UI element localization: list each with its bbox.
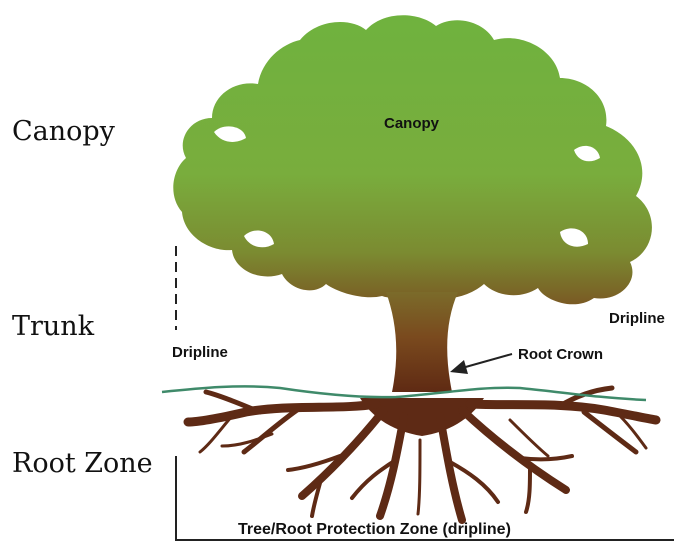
side-label-canopy: Canopy	[12, 116, 116, 147]
root-crown-pointer	[450, 354, 512, 374]
dripline-right-label: Dripline	[609, 310, 665, 327]
trunk-shape	[386, 292, 458, 392]
side-label-trunk: Trunk	[12, 311, 95, 342]
side-label-root-zone: Root Zone	[12, 448, 153, 479]
canopy-label: Canopy	[384, 115, 440, 132]
root-crown-label: Root Crown	[518, 346, 603, 363]
root-system	[188, 388, 656, 520]
protection-zone-label: Tree/Root Protection Zone (dripline)	[238, 521, 511, 538]
dripline-left-label: Dripline	[172, 344, 228, 361]
canopy-shape	[173, 15, 652, 304]
